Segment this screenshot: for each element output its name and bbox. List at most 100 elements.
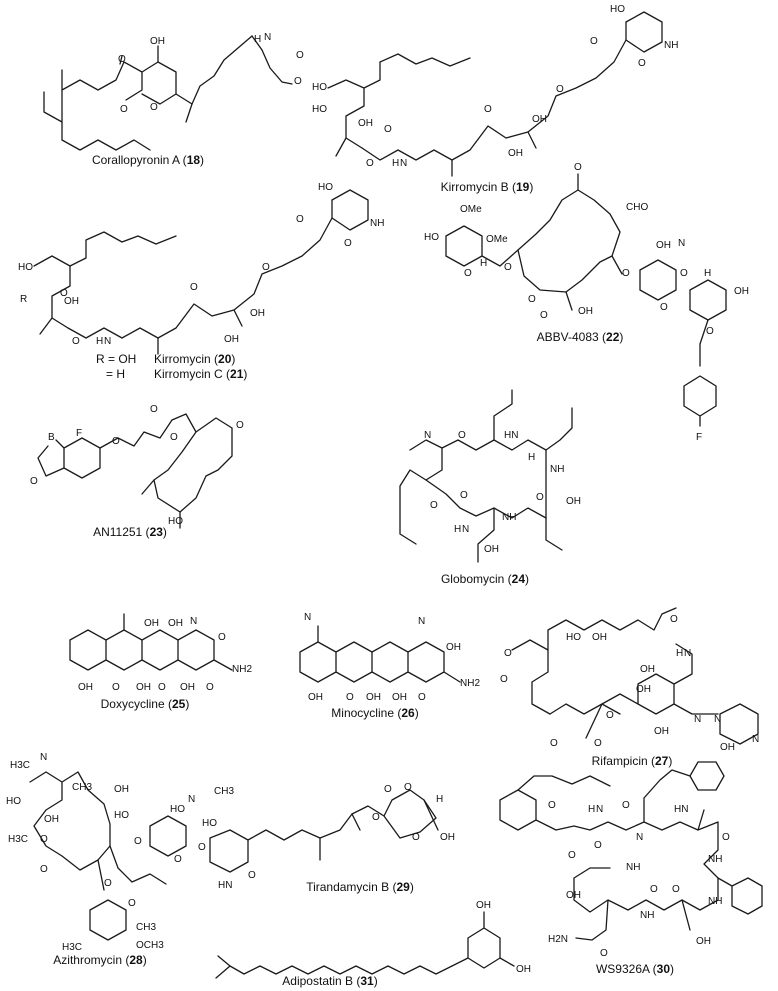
- atom-oh: OH: [636, 684, 651, 695]
- atom-n: N: [418, 616, 425, 627]
- caption-kirromycin-c: Kirromycin C (21): [154, 367, 248, 381]
- atom-o: O: [248, 870, 256, 881]
- atom-o: O: [262, 262, 270, 273]
- compound-number: 26: [401, 706, 415, 720]
- atom-ho: HO: [610, 4, 625, 15]
- atom-oh: OH: [150, 36, 165, 47]
- caption-globomycin: Globomycin (24): [440, 572, 530, 586]
- compound-number: 25: [172, 697, 186, 711]
- atom-ch3: CH3: [214, 786, 234, 797]
- atom-f: F: [76, 428, 82, 439]
- atom-oh: OH: [484, 544, 499, 555]
- atom-h3c: H3C: [8, 834, 28, 845]
- atom-oh: OH: [392, 692, 407, 703]
- atom-h: H: [96, 336, 103, 347]
- atom-o: O: [606, 710, 614, 721]
- atom-b: B: [48, 432, 55, 443]
- atom-cho: CHO: [626, 202, 648, 213]
- atom-o: O: [296, 214, 304, 225]
- atom-ome: OMe: [460, 204, 482, 215]
- atom-o: O: [568, 850, 576, 861]
- atom-o: O: [30, 476, 38, 487]
- atom-o: O: [150, 102, 158, 113]
- r-group-line-1: R = OH: [96, 352, 136, 366]
- kirromycin-b-structure: HO NH O O HO HO OH O O H N O OH OH O: [312, 4, 678, 177]
- an11251-structure: F B O O O O O HO: [30, 404, 244, 529]
- caption-tirandamycin-b: Tirandamycin B (29): [306, 880, 414, 894]
- atom-h: H: [480, 258, 487, 269]
- atom-och3: OCH3: [136, 940, 164, 951]
- atom-o: O: [404, 782, 412, 793]
- r-oh-label: R = OH: [96, 352, 137, 366]
- caption-abbv-4083: ABBV-4083 (22): [536, 330, 624, 344]
- atom-o: O: [590, 36, 598, 47]
- atom-o: O: [680, 268, 688, 279]
- atom-oh: OH: [446, 642, 461, 653]
- atom-n: N: [40, 752, 47, 763]
- caption-kirromycin-b: Kirromycin B (19): [440, 180, 534, 194]
- atom-n: N: [714, 714, 721, 725]
- atom-ho: HO: [424, 232, 439, 243]
- atom-oh: OH: [734, 286, 749, 297]
- atom-n: N: [190, 616, 197, 627]
- atom-oh: OH: [366, 692, 381, 703]
- compound-number: 18: [186, 153, 201, 167]
- compound-number: 19: [516, 180, 530, 194]
- atom-oh: OH: [224, 334, 239, 345]
- atom-o: O: [118, 54, 126, 65]
- atom-ho: HO: [312, 82, 327, 93]
- atom-oh: OH: [64, 296, 79, 307]
- atom-o: O: [536, 492, 544, 503]
- atom-o: O: [174, 854, 182, 865]
- atom-n: N: [462, 524, 469, 535]
- atom-o: O: [40, 834, 48, 845]
- tirandamycin-b-structure: HO O HN O O O O O OH H: [198, 782, 455, 891]
- atom-o: O: [134, 836, 142, 847]
- atom-r: R: [20, 294, 27, 305]
- atom-o: O: [464, 268, 472, 279]
- atom-n: N: [596, 804, 603, 815]
- atom-o: O: [294, 76, 302, 87]
- atom-oh: OH: [696, 936, 711, 947]
- atom-hn: HN: [674, 804, 688, 815]
- atom-o: O: [550, 738, 558, 749]
- atom-n: N: [752, 734, 759, 745]
- caption-doxycycline: Doxycycline (25): [100, 697, 190, 711]
- atom-o: O: [722, 832, 730, 843]
- atom-o: O: [218, 632, 226, 643]
- atom-ho: HO: [168, 516, 183, 527]
- atom-oh: OH: [144, 618, 159, 629]
- atom-h: H: [528, 452, 535, 463]
- atom-n: N: [188, 794, 195, 805]
- atom-o: O: [504, 648, 512, 659]
- atom-o: O: [594, 840, 602, 851]
- atom-o: O: [344, 238, 352, 249]
- atom-ho: HO: [312, 104, 327, 115]
- atom-h: H: [392, 158, 399, 169]
- atom-oh: OH: [250, 308, 265, 319]
- atom-n: N: [636, 832, 643, 843]
- atom-nh: HN: [504, 430, 518, 441]
- atom-o: O: [120, 104, 128, 115]
- atom-o: O: [594, 738, 602, 749]
- atom-o: O: [346, 692, 354, 703]
- atom-o: O: [384, 124, 392, 135]
- caption-ws9326a: WS9326A (30): [595, 962, 675, 976]
- compound-number: 20: [218, 352, 232, 366]
- minocycline-structure: N N OH NH2 OH O OH OH O: [299, 612, 480, 703]
- atom-n: N: [694, 714, 701, 725]
- atom-o: O: [460, 490, 468, 501]
- compound-number: 28: [129, 953, 143, 967]
- atom-h2n: H2N: [548, 934, 568, 945]
- atom-o: O: [548, 800, 556, 811]
- atom-oh: OH: [78, 682, 93, 693]
- atom-oh: OH: [308, 692, 323, 703]
- atom-ho: HO: [6, 796, 21, 807]
- atom-oh: OH: [114, 784, 129, 795]
- atom-oh: OH: [516, 964, 531, 975]
- atom-nh: H: [254, 34, 261, 45]
- atom-o: O: [622, 800, 630, 811]
- compound-number: 29: [396, 880, 410, 894]
- atom-nh: NH: [502, 512, 516, 523]
